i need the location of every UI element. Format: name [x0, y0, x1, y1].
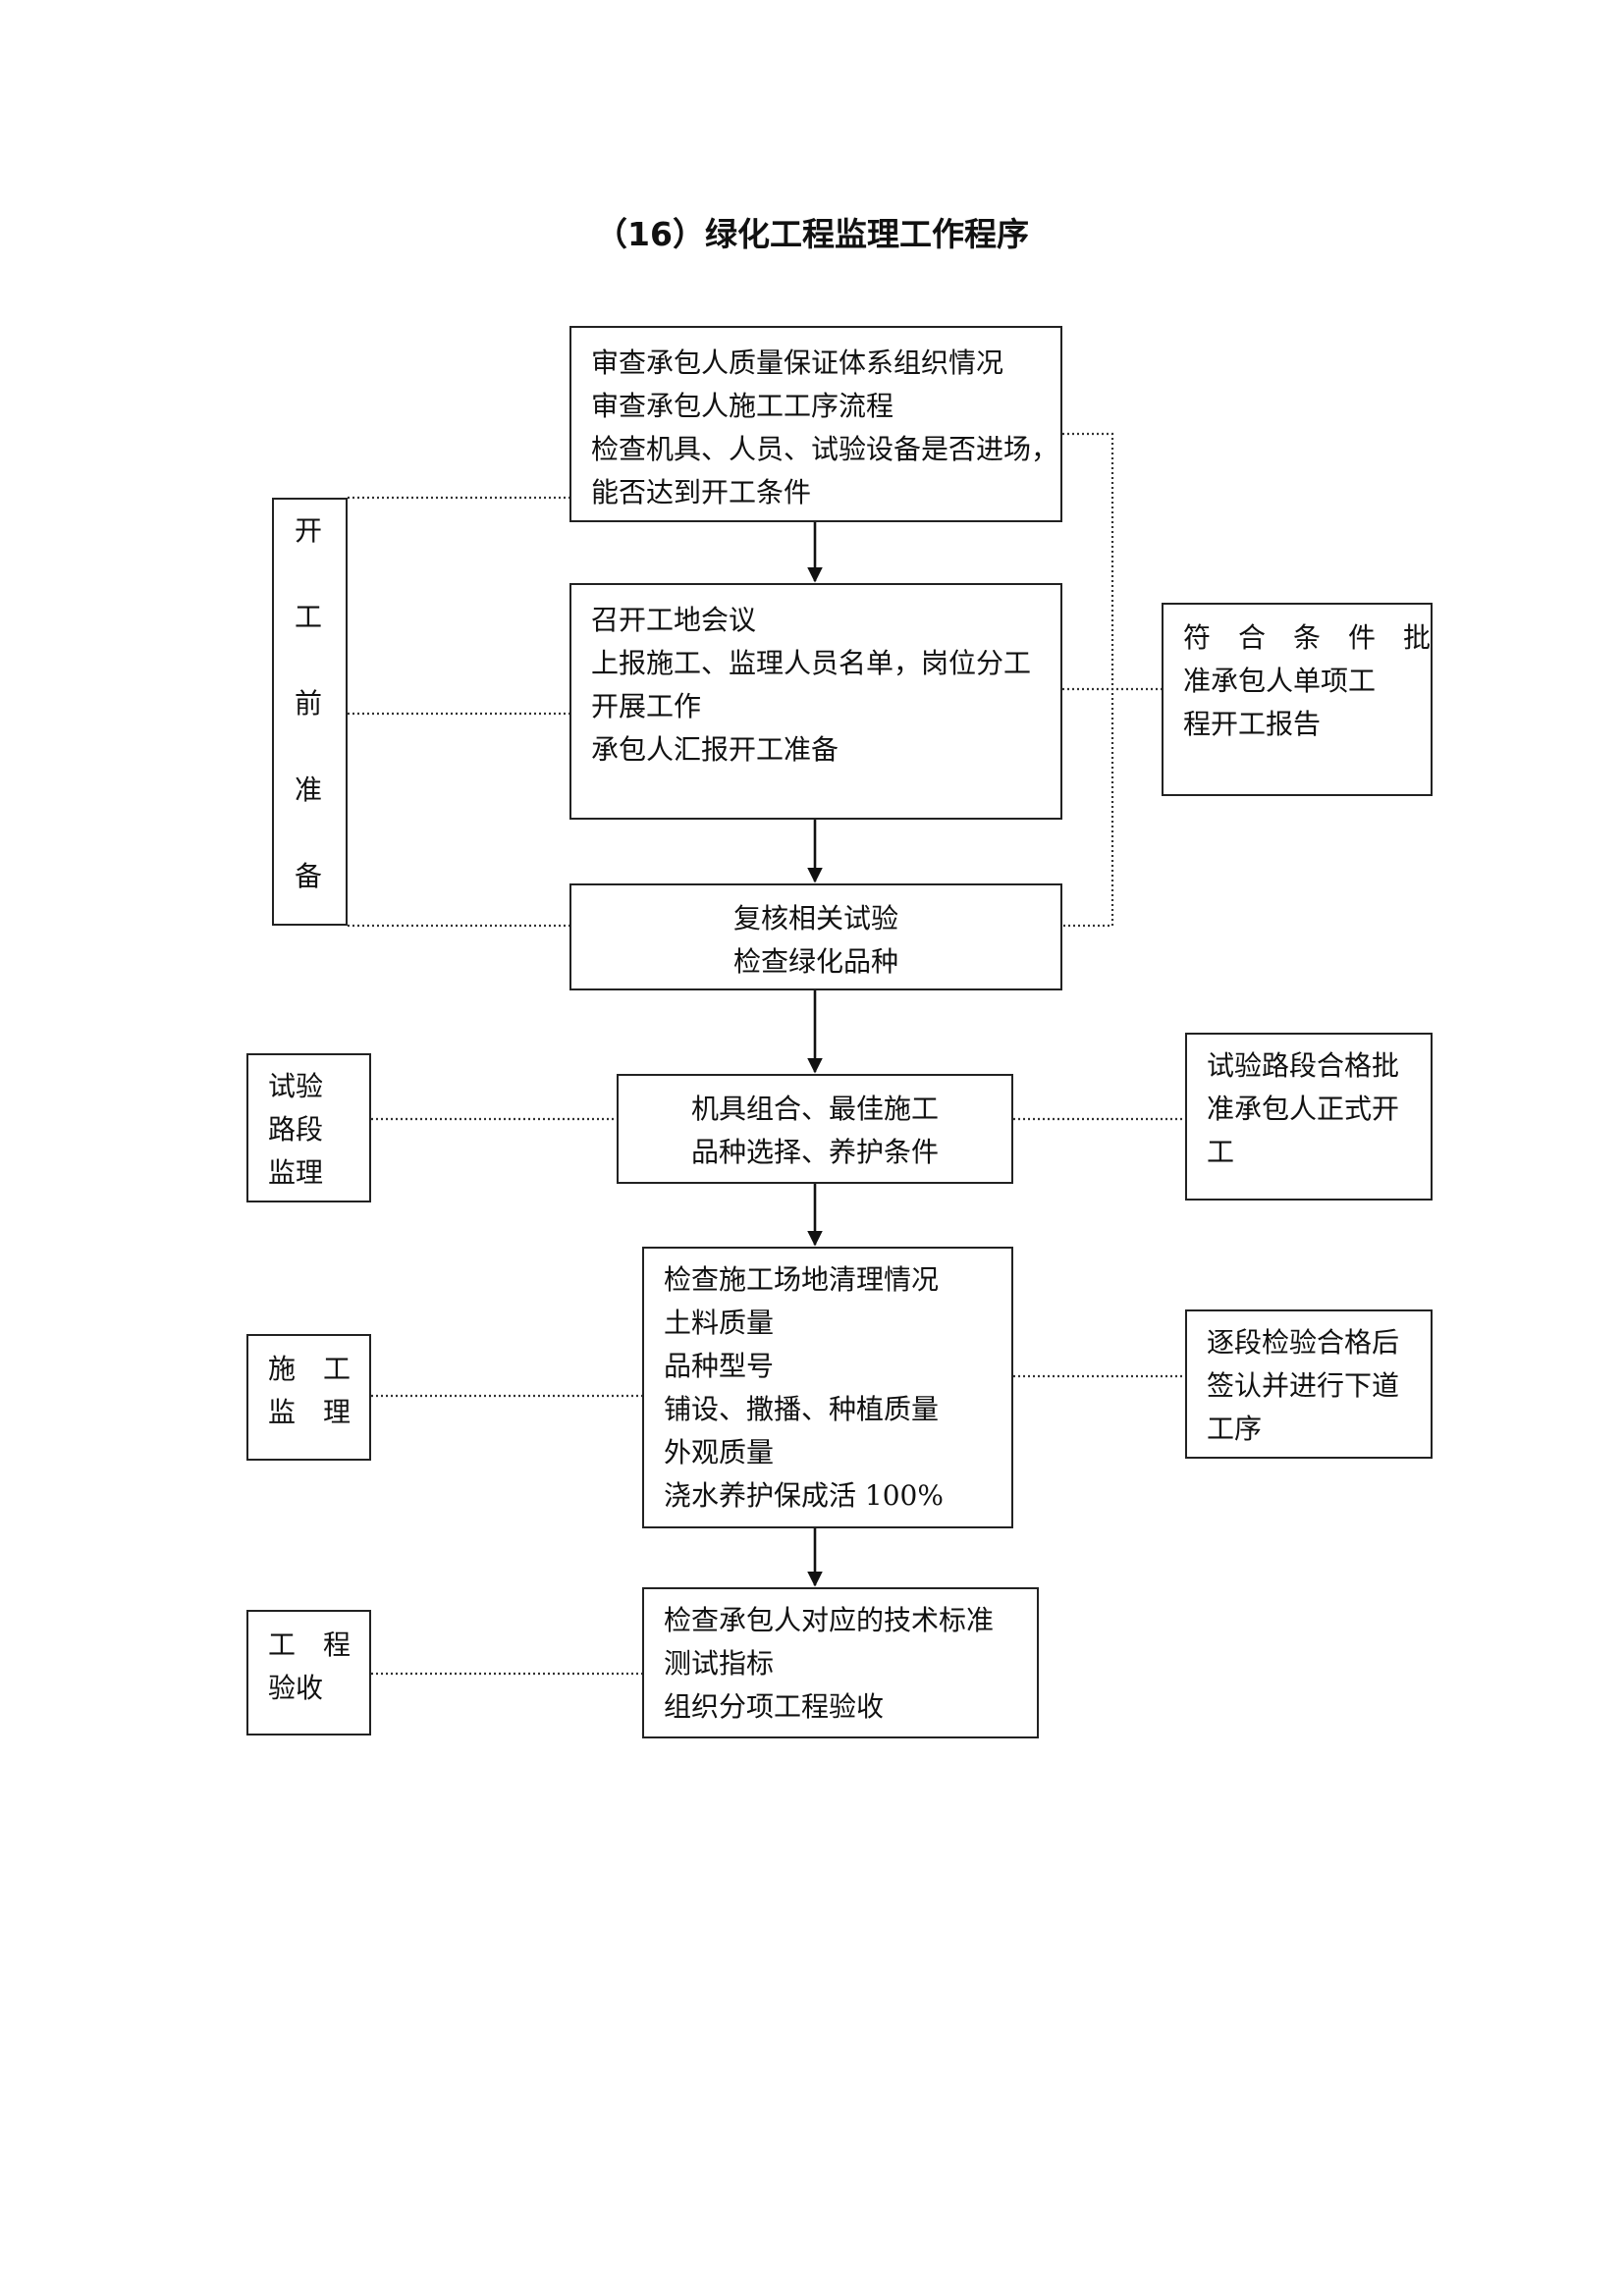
box-line: 路段 — [268, 1113, 324, 1146]
prep-char: 备 — [295, 860, 323, 892]
box-line: 检查机具、人员、试验设备是否进场， — [591, 433, 1059, 465]
box-line: 监理 — [268, 1156, 324, 1189]
box-line: 品种型号 — [664, 1350, 775, 1382]
box-line: 工 — [1207, 1136, 1235, 1168]
box-line: 试验 — [268, 1070, 324, 1102]
box-line: 品种选择、养护条件 — [690, 1136, 939, 1168]
site-meeting-box: 召开工地会议 上报施工、监理人员名单，岗位分工 开展工作 承包人汇报开工准备 — [569, 583, 1062, 820]
box-line: 上报施工、监理人员名单，岗位分工 — [591, 647, 1032, 679]
prep-char: 前 — [295, 687, 323, 720]
box-line: 工序 — [1207, 1413, 1263, 1445]
project-acceptance-box: 工 程 验收 — [246, 1610, 371, 1735]
prep-char: 开 — [295, 514, 323, 547]
prep-char: 工 — [295, 601, 323, 633]
trial-pass-approval-box: 试验路段合格批 准承包人正式开 工 — [1185, 1033, 1433, 1201]
box-line: 审查承包人施工工序流程 — [591, 390, 894, 422]
box-line: 监 理 — [268, 1396, 352, 1428]
box-line: 试验路段合格批 — [1207, 1049, 1400, 1082]
box-line: 审查承包人质量保证体系组织情况 — [591, 347, 1004, 379]
box-line: 承包人汇报开工准备 — [591, 733, 839, 766]
pre-start-preparation-box: 开 工 前 准 备 — [272, 498, 348, 926]
box-line: 验收 — [268, 1672, 324, 1704]
prep-char: 准 — [295, 774, 323, 806]
box-line: 符 合 条 件 批 — [1183, 621, 1432, 654]
review-conditions-box: 审查承包人质量保证体系组织情况 审查承包人施工工序流程 检查机具、人员、试验设备… — [569, 326, 1062, 522]
box-line: 组织分项工程验收 — [664, 1690, 885, 1723]
acceptance-check-box: 检查承包人对应的技术标准 测试指标 组织分项工程验收 — [642, 1587, 1039, 1738]
box-line: 召开工地会议 — [591, 604, 757, 636]
construction-supervision-box: 施 工 监 理 — [246, 1334, 371, 1461]
trial-supervision-box: 试验 路段 监理 — [246, 1053, 371, 1202]
dotted-bracket-right — [1062, 432, 1114, 928]
box-line: 准承包人单项工 — [1183, 665, 1377, 697]
stage-pass-signoff-box: 逐段检验合格后 签认并进行下道 工序 — [1185, 1309, 1433, 1459]
box-line: 逐段检验合格后 — [1207, 1326, 1400, 1359]
box-line: 准承包人正式开 — [1207, 1093, 1400, 1125]
box-line: 检查绿化品种 — [732, 945, 898, 978]
box-line: 机具组合、最佳施工 — [690, 1093, 939, 1125]
recheck-tests-box: 复核相关试验 检查绿化品种 — [569, 883, 1062, 990]
box-line: 能否达到开工条件 — [591, 476, 812, 508]
box-line: 签认并进行下道 — [1207, 1369, 1400, 1402]
approve-start-report-box: 符 合 条 件 批 准承包人单项工 程开工报告 — [1162, 603, 1433, 796]
box-line: 浇水养护保成活 100% — [664, 1479, 944, 1512]
box-line: 复核相关试验 — [732, 902, 898, 934]
box-line: 施 工 — [268, 1353, 352, 1385]
trial-section-box: 机具组合、最佳施工 品种选择、养护条件 — [617, 1074, 1013, 1184]
box-line: 工 程 — [268, 1629, 352, 1661]
box-line: 程开工报告 — [1183, 708, 1322, 740]
page-title: （16）绿化工程监理工作程序 — [595, 215, 1029, 253]
box-line: 外观质量 — [664, 1436, 775, 1468]
box-line: 土料质量 — [664, 1307, 775, 1339]
box-line: 铺设、撒播、种植质量 — [664, 1393, 940, 1425]
construction-check-box: 检查施工场地清理情况 土料质量 品种型号 铺设、撒播、种植质量 外观质量 浇水养… — [642, 1247, 1013, 1528]
box-line: 开展工作 — [591, 690, 702, 722]
box-line: 检查承包人对应的技术标准 — [664, 1604, 995, 1636]
box-line: 测试指标 — [664, 1647, 775, 1680]
box-line: 检查施工场地清理情况 — [664, 1263, 940, 1296]
